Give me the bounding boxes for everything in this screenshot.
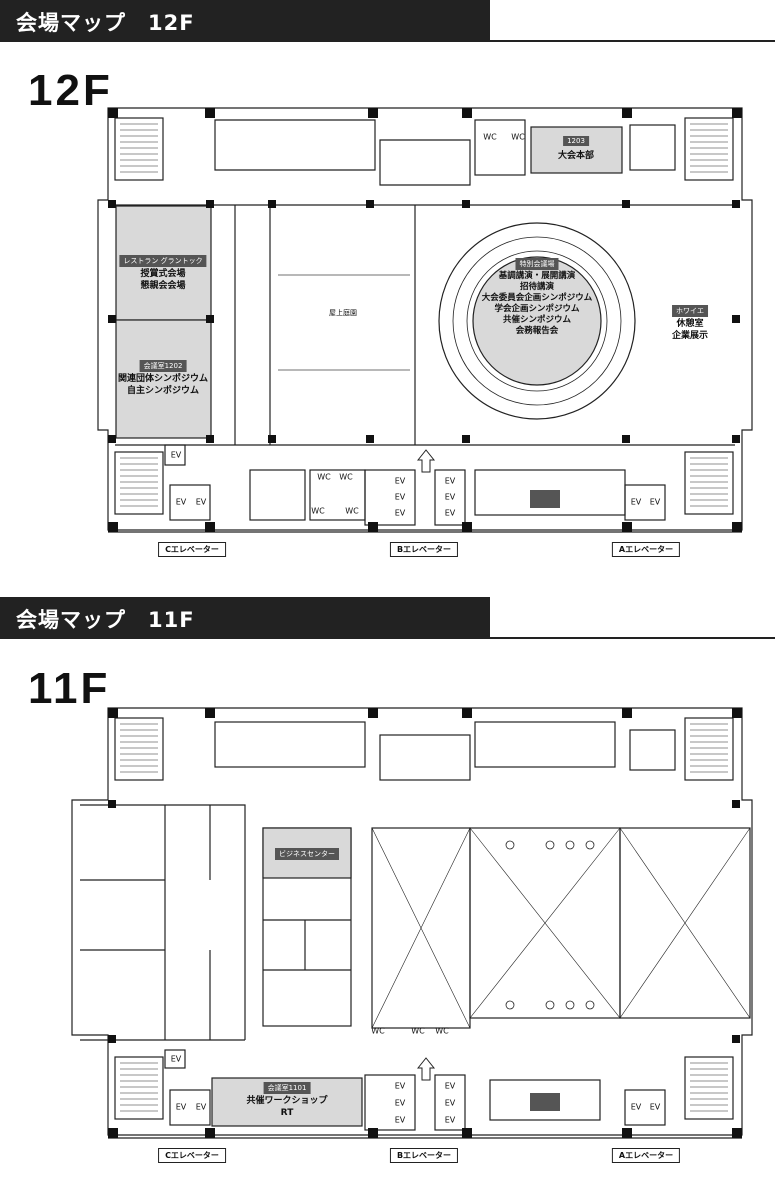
ev-12f-c1: EV (175, 497, 187, 507)
ev-11f-b5: EV (444, 1098, 456, 1108)
floor-label-11f: 11F (28, 664, 111, 713)
room-1203-label: 大会本部 (557, 151, 595, 161)
special-hall-label: 基調講演・展開講演 招待講演 大会委員会企画シンポジウム 学会企画シンポジウム … (481, 271, 593, 336)
rooftop-garden-label: 屋上庭園 (329, 309, 357, 317)
section-header-11f: 会場マップ 11F (0, 597, 775, 639)
c-elevator-label-12f: Cエレベーター (158, 542, 226, 557)
room-1202-label: 関連団体シンポジウム 自主シンポジウム (117, 374, 209, 396)
ev-12f-c0: EV (170, 450, 182, 460)
ev-11f-b2: EV (394, 1098, 406, 1108)
section-title-11f: 会場マップ 11F (16, 608, 195, 632)
wc-12f-6: WC (345, 506, 359, 516)
ev-11f-c0: EV (170, 1054, 182, 1064)
ev-12f-a2: EV (649, 497, 661, 507)
ev-12f-c2: EV (195, 497, 207, 507)
ev-12f-b2: EV (394, 492, 406, 502)
section-title-12f: 会場マップ 12F (16, 11, 195, 35)
ev-11f-a1: EV (630, 1102, 642, 1112)
ev-12f-b6: EV (444, 508, 456, 518)
ev-12f-b1: EV (394, 476, 406, 486)
wc-12f-2: WC (511, 132, 525, 142)
b-elevator-label-12f: Bエレベーター (389, 542, 459, 557)
c-elevator-label-11f: Cエレベーター (158, 1148, 226, 1163)
restaurant-label: 授賞式会場 懇親会会場 (140, 269, 186, 291)
ev-11f-b1: EV (394, 1081, 406, 1091)
room-1203-tag: 1203 (563, 136, 589, 146)
wc-12f-4: WC (339, 472, 353, 482)
ev-12f-b4: EV (444, 476, 456, 486)
a-elevator-label-11f: Aエレベーター (611, 1148, 681, 1163)
special-hall-tag: 特別会議場 (515, 258, 559, 270)
wc-11f-3: WC (435, 1026, 449, 1036)
room-1101-tag: 会議室1101 (263, 1082, 311, 1094)
ev-11f-a2: EV (649, 1102, 661, 1112)
b-elevator-label-11f: Bエレベーター (389, 1148, 459, 1163)
business-center-tag: ビジネスセンター (275, 848, 339, 860)
a-elevator-label-12f: Aエレベーター (611, 542, 681, 557)
ev-11f-b3: EV (394, 1115, 406, 1125)
ev-12f-b3: EV (394, 508, 406, 518)
room-1101-label: 共催ワークショップ RT (246, 1096, 328, 1118)
wc-12f-5: WC (311, 506, 325, 516)
ev-11f-c1: EV (175, 1102, 187, 1112)
foyer-tag: ホワイエ (672, 305, 708, 317)
section-header-12f: 会場マップ 12F (0, 0, 775, 42)
ev-11f-b6: EV (444, 1115, 456, 1125)
floor-label-12f: 12F (28, 66, 113, 115)
wc-11f-2: WC (411, 1026, 425, 1036)
ev-12f-a1: EV (630, 497, 642, 507)
wc-11f-1: WC (371, 1026, 385, 1036)
floor-plan-11f: ビジネスセンター 会議室1101 共催ワークショップ RT WC WC WC E… (0, 700, 775, 1170)
ev-11f-b4: EV (444, 1081, 456, 1091)
floor-plan-12f-drawing (97, 107, 753, 533)
floor-plan-11f-drawing (71, 707, 753, 1139)
room-1202-tag: 会議室1202 (139, 360, 187, 372)
floor-plan-12f: 1203 大会本部 WC WC レストラン グラントック 授賞式会場 懇親会会場… (0, 100, 775, 570)
wc-12f-1: WC (483, 132, 497, 142)
wc-12f-3: WC (317, 472, 331, 482)
restaurant-tag: レストラン グラントック (119, 255, 207, 267)
ev-11f-c2: EV (195, 1102, 207, 1112)
ev-12f-b5: EV (444, 492, 456, 502)
foyer-label: 休憩室 企業展示 (671, 319, 709, 341)
